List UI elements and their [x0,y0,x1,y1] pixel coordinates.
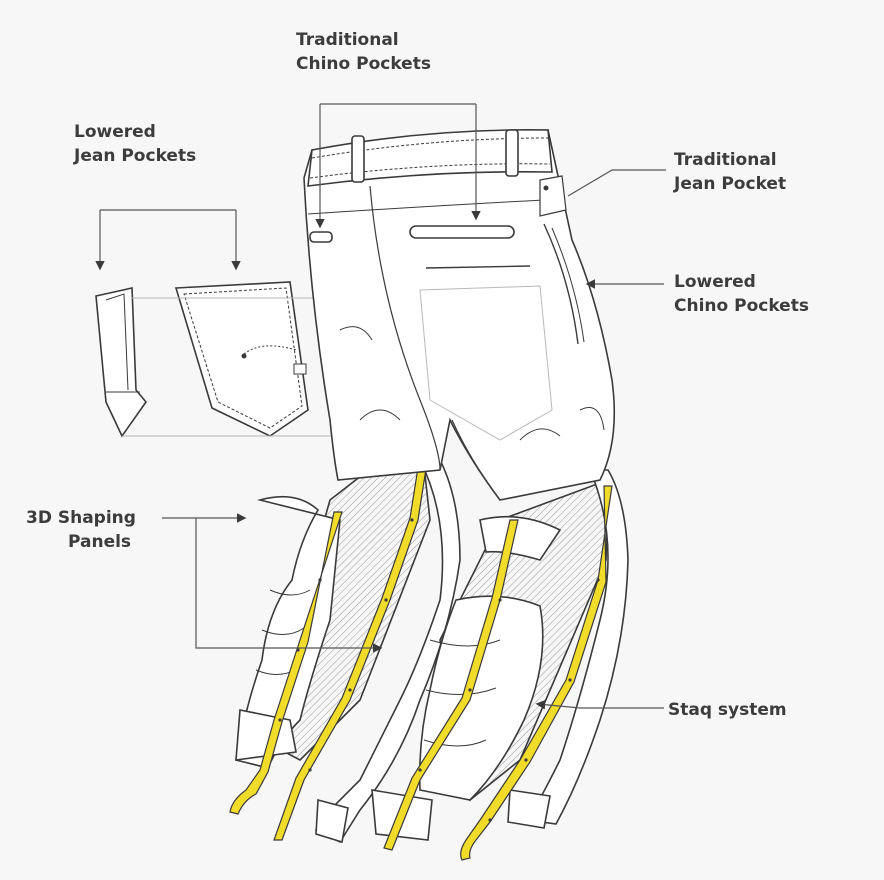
leader-lines [95,103,666,710]
label-line: Panels [68,532,132,552]
label-staq-system: Staq system [668,698,787,722]
belt-loop [351,135,365,183]
label-line: Jean Pockets [74,146,197,166]
chino-welt-right [409,225,515,239]
jean-pocket-piece [174,281,309,437]
staq-strap-right-b [460,485,613,861]
label-line: Staq system [668,700,787,720]
staq-straps [229,429,613,861]
chino-welt-left [309,231,333,243]
pants-upper-body [303,129,616,501]
label-lowered-chino-pockets: Lowered Chino Pockets [674,270,809,318]
label-3d-shaping-panels: 3D Shaping Panels [26,506,136,554]
leader-traditional-jean [567,169,666,197]
label-line: Chino Pockets [674,296,809,316]
label-line: Chino Pockets [296,54,431,74]
belt-loop [505,129,519,177]
left-leg [235,428,461,844]
label-lowered-jean-pockets: Lowered Jean Pockets [74,120,196,168]
label-line: Traditional [296,30,399,50]
staq-strap-right-a [383,519,519,851]
label-line: Lowered [674,272,756,292]
leader-staq-system [535,699,664,710]
label-line: Lowered [74,122,156,142]
right-leg [371,469,629,841]
label-line: Jean Pocket [674,174,787,194]
label-traditional-chino-pockets: Traditional Chino Pockets [296,28,431,76]
label-line: 3D Shaping [26,508,136,528]
label-traditional-jean-pocket: Traditional Jean Pocket [674,148,786,196]
narrow-pocket-piece [95,287,148,438]
pants-seat [303,129,616,501]
staq-strap-left-b [273,429,433,841]
waistband [307,129,553,187]
staq-strap-left-a [229,511,343,815]
label-line: Traditional [674,150,777,170]
